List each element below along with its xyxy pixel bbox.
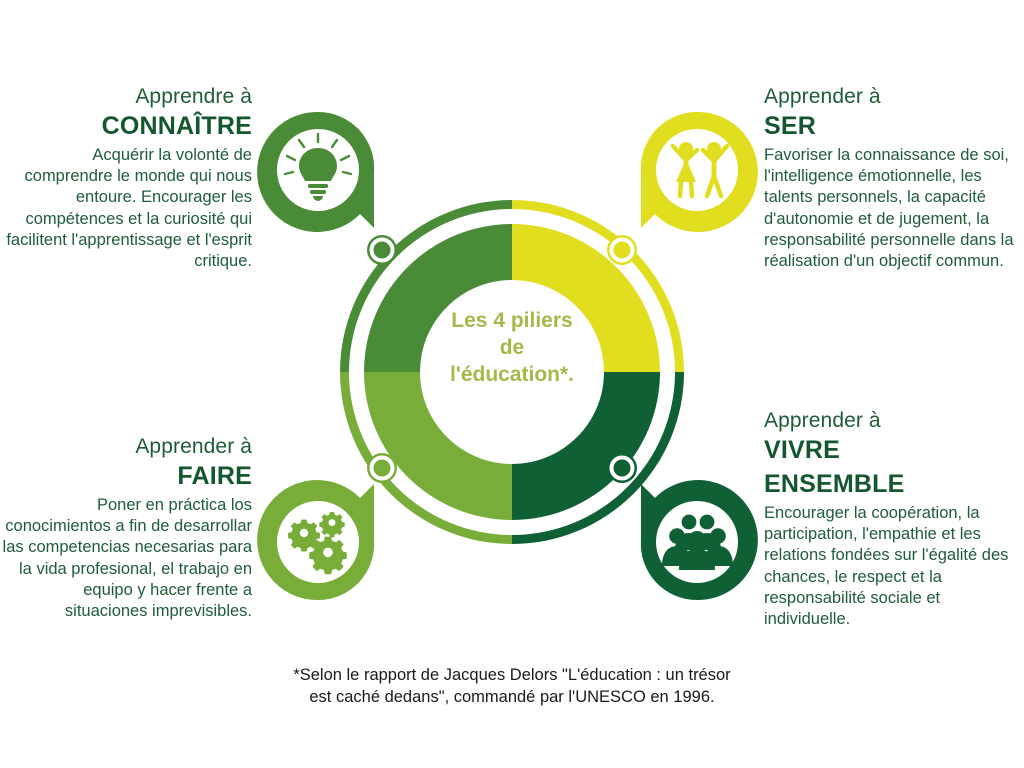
gears-icon: [288, 511, 347, 575]
donut-svg: [340, 200, 684, 544]
donut-segment-faire: [364, 372, 512, 520]
pillar-pin-vivre-ensemble[interactable]: [635, 478, 759, 602]
pin-shape-connaitre: [257, 111, 375, 232]
connector-marker-faire: [362, 448, 402, 488]
pin-shape-vivre-ensemble: [640, 480, 758, 601]
donut-main-ring: [364, 224, 660, 520]
footnote-line-1: *Selon le rapport de Jacques Delors "L'é…: [293, 666, 731, 684]
ring-marker-icon-connaitre: [367, 235, 397, 265]
pillar-title-faire: FAIRE: [177, 462, 252, 491]
group-people-icon: [662, 514, 733, 570]
pillar-description-faire: Poner en práctica los conocimientos a fi…: [2, 496, 252, 620]
pillar-description-connaitre: Acquérir la volonté de comprendre le mon…: [6, 146, 252, 270]
ring-marker-icon-vivre-ensemble: [607, 453, 637, 483]
donut-segment-connaitre: [364, 224, 512, 372]
pillar-pin-faire[interactable]: [256, 478, 380, 602]
ring-marker-icon-ser: [607, 235, 637, 265]
pillar-eyebrow-vivre-ensemble: Apprender à: [764, 409, 881, 432]
pillar-title-ensemble: ENSEMBLE: [764, 470, 905, 499]
pillar-eyebrow-connaitre: Apprendre à: [135, 85, 252, 108]
donut-segment-vivre-ensemble: [512, 372, 660, 520]
pillar-text-ser: Apprender à SER Favoriser la connaissanc…: [764, 84, 1016, 272]
pin-inner-circle-ser: [656, 129, 738, 211]
connector-marker-connaitre: [362, 230, 402, 270]
pin-shape-ser: [640, 111, 758, 232]
pillar-pin-connaitre[interactable]: [256, 110, 380, 234]
pillar-text-faire: Apprender à FAIRE Poner en práctica los …: [0, 434, 252, 622]
two-people-icon: [670, 142, 730, 199]
pillar-pin-ser[interactable]: [635, 110, 759, 234]
ring-marker-icon-faire: [367, 453, 397, 483]
pillar-title-connaitre: CONNAÎTRE: [101, 112, 252, 141]
pillar-title-ser: SER: [764, 112, 817, 141]
pin-shape-faire: [257, 480, 375, 601]
lightbulb-icon: [283, 132, 353, 201]
pillar-text-vivre-ensemble: Apprender à VIVRE ENSEMBLE Encourager la…: [764, 408, 1016, 630]
pillar-eyebrow-faire: Apprender à: [135, 435, 252, 458]
connector-marker-vivre-ensemble: [602, 448, 642, 488]
footnote-line-2: est caché dedans", commandé par l'UNESCO…: [309, 688, 715, 707]
connector-marker-ser: [602, 230, 642, 270]
pillar-title-vivre: VIVRE: [764, 436, 841, 465]
pillar-description-vivre-ensemble: Encourager la coopération, la participat…: [764, 504, 1009, 628]
pillar-eyebrow-ser: Apprender à: [764, 85, 881, 108]
footnote: *Selon le rapport de Jacques Delors "L'é…: [232, 664, 792, 709]
donut-segment-ser: [512, 224, 660, 372]
pillar-text-connaitre: Apprendre à CONNAÎTRE Acquérir la volont…: [0, 84, 252, 272]
pillar-description-ser: Favoriser la connaissance de soi, l'inte…: [764, 146, 1014, 270]
